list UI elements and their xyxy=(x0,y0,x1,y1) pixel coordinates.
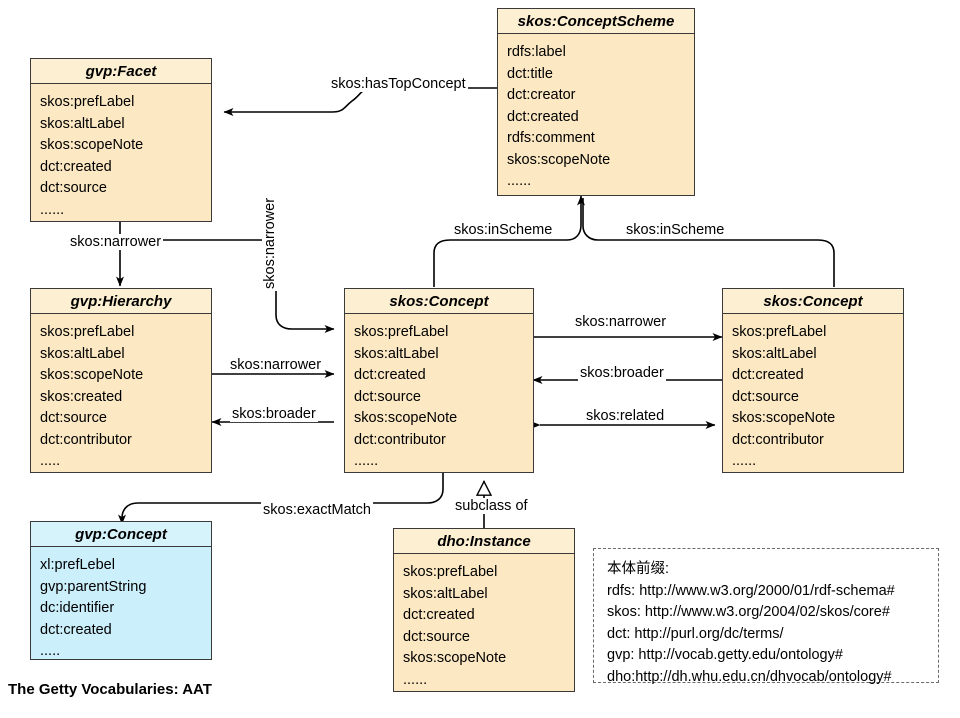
class-properties: skos:prefLabel skos:altLabel skos:scopeN… xyxy=(31,314,211,479)
class-title: skos:ConceptScheme xyxy=(498,9,694,34)
property: skos:scopeNote xyxy=(403,650,507,666)
property: ...... xyxy=(403,671,428,688)
property: dct:contributor xyxy=(354,431,446,448)
property: rdfs:comment xyxy=(507,130,595,146)
property: ...... xyxy=(40,201,65,218)
property: skos:prefLabel xyxy=(732,324,827,340)
property: dct:created xyxy=(40,621,112,638)
property: skos:altLabel xyxy=(40,115,125,132)
class-title: skos:Concept xyxy=(345,289,533,314)
property: skos:altLabel xyxy=(403,585,488,602)
class-box-gvp-concept[interactable]: gvp:Concept xl:prefLebel gvp:parentStrin… xyxy=(30,521,212,660)
class-properties: rdfs:label dct:title dct:creator dct:cre… xyxy=(498,34,694,199)
property: dct:source xyxy=(354,388,421,405)
property: rdfs:label xyxy=(507,44,566,60)
property: ...... xyxy=(732,453,757,469)
property: skos:prefLabel xyxy=(40,94,135,110)
diagram-caption: The Getty Vocabularies: AAT xyxy=(8,681,212,698)
property: skos:scopeNote xyxy=(40,367,144,383)
edge-label-narrower-facet-concept: skos:narrower xyxy=(262,195,278,291)
class-properties: skos:prefLabel skos:altLabel dct:created… xyxy=(394,554,574,697)
edge-label-has-top-concept: skos:hasTopConcept xyxy=(329,76,468,92)
property: skos:altLabel xyxy=(40,345,125,362)
property: dct:created xyxy=(507,108,579,125)
property: ...... xyxy=(507,173,532,189)
class-title: gvp:Hierarchy xyxy=(31,289,211,314)
property: skos:scopeNote xyxy=(354,410,458,426)
class-box-skos-concept-center[interactable]: skos:Concept skos:prefLabel skos:altLabe… xyxy=(344,288,534,473)
property: dct:created xyxy=(40,158,112,175)
edge-label-narrower-concept-concept: skos:narrower xyxy=(573,314,669,330)
legend-line: skos: http://www.w3.org/2004/02/skos/cor… xyxy=(607,604,890,620)
property: skos:created xyxy=(40,388,123,405)
property: dct:contributor xyxy=(732,431,824,448)
property: dct:title xyxy=(507,65,553,82)
class-properties: skos:prefLabel skos:altLabel dct:created… xyxy=(723,314,903,479)
property: dct:source xyxy=(732,388,799,405)
class-title: dho:Instance xyxy=(394,529,574,554)
class-title: gvp:Concept xyxy=(31,522,211,547)
class-box-skos-conceptscheme[interactable]: skos:ConceptScheme rdfs:label dct:title … xyxy=(497,8,695,196)
property: dct:created xyxy=(354,367,426,383)
property: skos:altLabel xyxy=(354,345,439,362)
class-properties: skos:prefLabel skos:altLabel dct:created… xyxy=(345,314,533,479)
edge-label-subclass-of: subclass of xyxy=(453,498,530,514)
edge-label-narrower-facet-hierarchy: skos:narrower xyxy=(68,234,164,250)
edge-label-broader-concept-concept: skos:broader xyxy=(578,365,666,381)
property: skos:scopeNote xyxy=(40,137,144,153)
legend-line: dct: http://purl.org/dc/terms/ xyxy=(607,625,784,642)
class-properties: skos:prefLabel skos:altLabel skos:scopeN… xyxy=(31,84,211,227)
property: dct:created xyxy=(732,367,804,383)
property: skos:prefLabel xyxy=(354,324,449,340)
property: gvp:parentString xyxy=(40,578,147,595)
legend-line: rdfs: http://www.w3.org/2000/01/rdf-sche… xyxy=(607,582,895,599)
edge-label-inscheme-center: skos:inScheme xyxy=(452,222,555,238)
class-box-gvp-hierarchy[interactable]: gvp:Hierarchy skos:prefLabel skos:altLab… xyxy=(30,288,212,473)
property: ..... xyxy=(40,453,61,469)
edge-label-narrower-hierarchy-concept: skos:narrower xyxy=(228,357,324,373)
property: skos:scopeNote xyxy=(507,151,611,168)
property: skos:prefLabel xyxy=(403,564,498,580)
edge-label-inscheme-right: skos:inScheme xyxy=(624,222,727,238)
class-title: skos:Concept xyxy=(723,289,903,314)
edge-label-exact-match: skos:exactMatch xyxy=(261,502,373,518)
class-box-skos-concept-right[interactable]: skos:Concept skos:prefLabel skos:altLabe… xyxy=(722,288,904,473)
property: dct:creator xyxy=(507,87,576,103)
property: dct:source xyxy=(40,180,107,196)
property: ...... xyxy=(354,453,379,469)
property: dct:contributor xyxy=(40,431,132,448)
edge-label-related-concept-concept: skos:related xyxy=(584,408,667,424)
property: skos:altLabel xyxy=(732,345,817,362)
property: skos:scopeNote xyxy=(732,410,836,426)
property: skos:prefLabel xyxy=(40,324,135,340)
class-title: gvp:Facet xyxy=(31,59,211,84)
legend-title: 本体前缀: xyxy=(607,561,670,577)
prefix-legend: 本体前缀: rdfs: http://www.w3.org/2000/01/rd… xyxy=(593,548,939,685)
edge-label-broader-concept-hierarchy: skos:broader xyxy=(230,406,318,422)
property: dc:identifier xyxy=(40,600,115,616)
class-properties: xl:prefLebel gvp:parentString dc:identif… xyxy=(31,547,211,669)
property: ..... xyxy=(40,643,61,659)
edge-inscheme-center xyxy=(433,195,585,287)
legend-line: gvp: http://vocab.getty.edu/ontology# xyxy=(607,647,843,663)
property: dct:source xyxy=(403,628,470,645)
property: dct:source xyxy=(40,410,107,426)
class-box-gvp-facet[interactable]: gvp:Facet skos:prefLabel skos:altLabel s… xyxy=(30,58,212,222)
property: xl:prefLebel xyxy=(40,557,115,573)
property: dct:created xyxy=(403,607,475,623)
class-box-dho-instance[interactable]: dho:Instance skos:prefLabel skos:altLabe… xyxy=(393,528,575,692)
edge-inscheme-right xyxy=(582,198,835,287)
legend-line: dho:http://dh.whu.edu.cn/dhvocab/ontolog… xyxy=(607,668,892,685)
